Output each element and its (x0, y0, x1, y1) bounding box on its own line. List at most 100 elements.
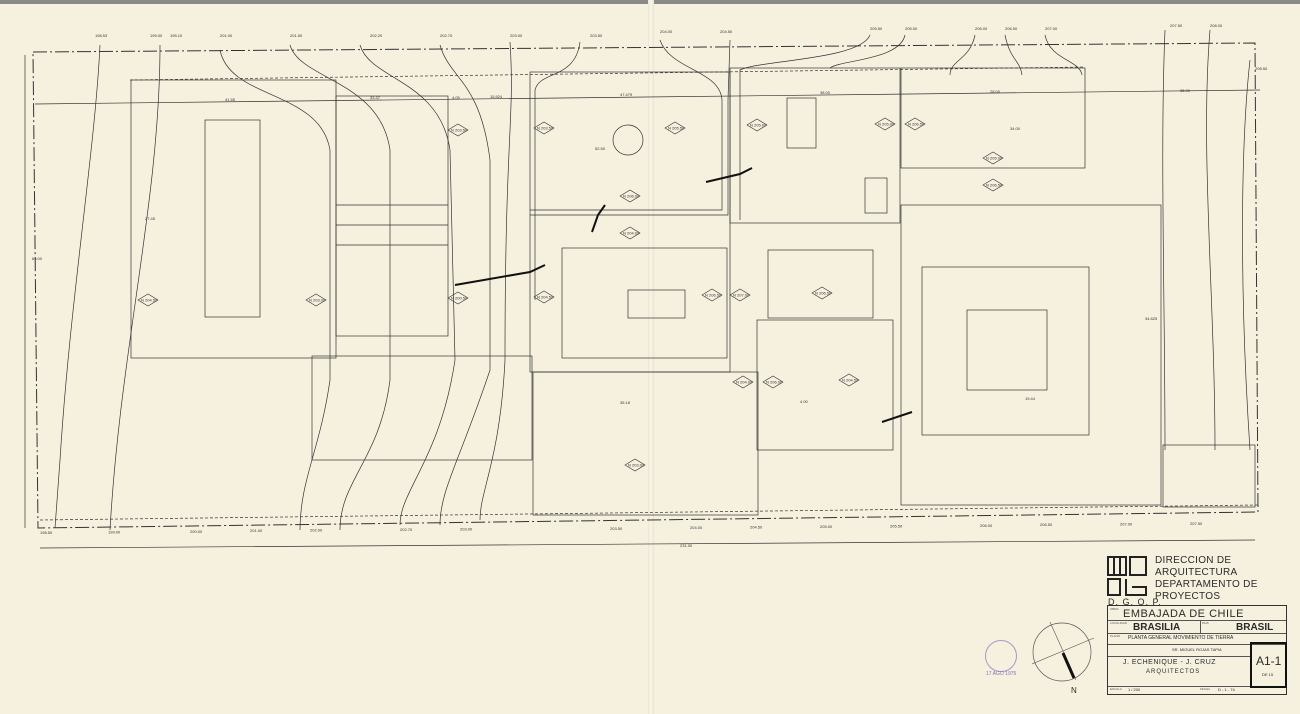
building-c (529, 71, 731, 373)
bottom-elevation-label: 201.00 (250, 528, 263, 533)
level-mark-label: N 204.50 (842, 378, 859, 383)
level-mark-label: N 207.00 (733, 293, 750, 298)
level-mark-label: N 204.00 (736, 380, 753, 385)
dimension-label: 47.479 (620, 92, 633, 97)
top-elevation-label: 195.10 (170, 33, 183, 38)
dimension-label: 19.44 (1025, 396, 1036, 401)
bottom-elevation-label: 199.00 (108, 529, 121, 534)
dimension-label: 27.45 (145, 216, 156, 221)
bottom-elevation-label: 204.50 (750, 525, 763, 530)
title-block: OBRA EMBAJADA DE CHILE LOCALIDAD BRASILI… (1107, 605, 1287, 695)
country: BRASIL (1236, 622, 1274, 633)
level-mark-icon (982, 151, 1004, 165)
top-elevation-label: 204.00 (660, 29, 673, 34)
level-mark-label: N 203.00 (309, 298, 326, 303)
level-mark-icon (838, 373, 860, 387)
building-a (130, 79, 337, 359)
level-mark-label: N 206.00 (766, 380, 783, 385)
dimension-line (34, 89, 1261, 105)
top-elevation-label: 201.00 (220, 33, 233, 38)
level-mark-label: N 206.50 (986, 183, 1003, 188)
court-a (204, 119, 261, 318)
bottom-elevation-label: 205.00 (820, 524, 833, 529)
escala-label: ESCALA (1110, 687, 1122, 691)
project-name: EMBAJADA DE CHILE (1123, 608, 1244, 620)
dimension-label: 34.825 (1145, 316, 1158, 321)
top-elevation-label: 202.70 (440, 33, 453, 38)
level-mark-icon (533, 290, 555, 304)
obra-label: OBRA (1110, 607, 1119, 611)
agency-line-2: DEPARTAMENTO DE PROYECTOS (1155, 579, 1258, 602)
level-mark-icon (137, 293, 159, 307)
top-elevation-label: 208.00 (1210, 23, 1223, 28)
dimension-label: 15.924 (490, 94, 503, 99)
terrace (311, 355, 533, 461)
localidad-label: LOCALIDAD (1110, 621, 1128, 625)
bottom-elevation-label: 203.50 (610, 526, 623, 531)
level-mark-icon (874, 117, 896, 131)
dimension-label: 41.55 (225, 97, 236, 102)
level-mark-label: N 203.50 (451, 128, 468, 133)
window-g (786, 97, 817, 149)
level-mark-icon (811, 286, 833, 300)
top-elevation-label: 203.50 (590, 33, 603, 38)
north-arrow (1032, 621, 1095, 682)
small-box (864, 177, 888, 214)
north-needle-icon (1061, 652, 1076, 679)
fecha-label: FECHA (1200, 687, 1211, 691)
top-elevation-label: 205.00 (905, 26, 918, 31)
approval-stamp (985, 640, 1017, 672)
level-mark-icon (624, 458, 646, 472)
dimension-line-bottom (39, 539, 1256, 549)
level-mark-label: N 203.50 (537, 126, 554, 131)
dimension-label: 35.18 (620, 400, 631, 405)
authors: J. ECHENIQUE - J. CRUZ (1123, 659, 1217, 666)
dimension-label: 4.05 (452, 95, 461, 100)
level-mark-label: N 206.50 (908, 122, 925, 127)
agency-heading: DIRECCION DE ARQUITECTURA DEPARTAMENTO D… (1155, 555, 1300, 603)
bottom-elevation-label: 202.70 (400, 527, 413, 532)
chief: SR. MIGUEL ROJAS TAPIA (1172, 647, 1222, 652)
bottom-elevation-label: 206.00 (980, 523, 993, 528)
retaining-wall-3 (705, 167, 753, 183)
dimension-label: 231.00 (680, 543, 693, 548)
level-mark-icon (533, 121, 555, 135)
authors-role: ARQUITECTOS (1146, 669, 1201, 675)
setback-line (129, 66, 1086, 81)
date: D - 1 - 74 (1218, 687, 1235, 692)
retaining-wall-1 (454, 264, 546, 286)
level-mark-label: N 204.00 (623, 231, 640, 236)
stamp-date: 17 AGO 1975 (986, 671, 1017, 677)
level-mark-label: N 205.50 (668, 126, 685, 131)
retaining-wall-2 (591, 204, 606, 233)
sheet-of: DE 15 (1262, 672, 1274, 677)
top-elevation-label: 207.50 (1170, 23, 1183, 28)
bottom-elevation-label: 200.00 (190, 529, 203, 534)
level-mark-icon (701, 288, 723, 302)
top-elevation-label: 207.00 (1045, 26, 1058, 31)
building-j (921, 266, 1090, 436)
level-mark-label: N 206.50 (815, 291, 832, 296)
agency-line-1: DIRECCION DE ARQUITECTURA (1155, 555, 1238, 578)
bottom-elevation-label: 202.00 (310, 528, 323, 533)
sheet-number: A1-1 (1256, 654, 1282, 668)
building-e (756, 319, 894, 451)
mopt-logo (1107, 556, 1147, 596)
court-d (627, 289, 686, 319)
level-mark-label: N 205.00 (878, 122, 895, 127)
building-i (900, 204, 1162, 506)
dimension-label: 34.00 (1010, 126, 1021, 131)
bottom-elevation-label: 205.50 (890, 523, 903, 528)
level-mark-label: N 204.50 (141, 298, 158, 303)
setback-line-bottom (39, 504, 1259, 521)
top-elevation-label: 201.50 (290, 33, 303, 38)
bottom-elevation-label: 207.00 (1120, 522, 1133, 527)
agency-abbrev: D. G. O. P. (1108, 597, 1162, 607)
sheet-fold (648, 0, 654, 714)
level-mark-icon (664, 121, 686, 135)
property-boundary (32, 42, 1259, 529)
plan-title: PLANTA GENERAL MOVIMIENTO DE TIERRA (1128, 635, 1234, 641)
top-elevation-label: 205.50 (870, 26, 883, 31)
level-mark-icon (447, 123, 469, 137)
